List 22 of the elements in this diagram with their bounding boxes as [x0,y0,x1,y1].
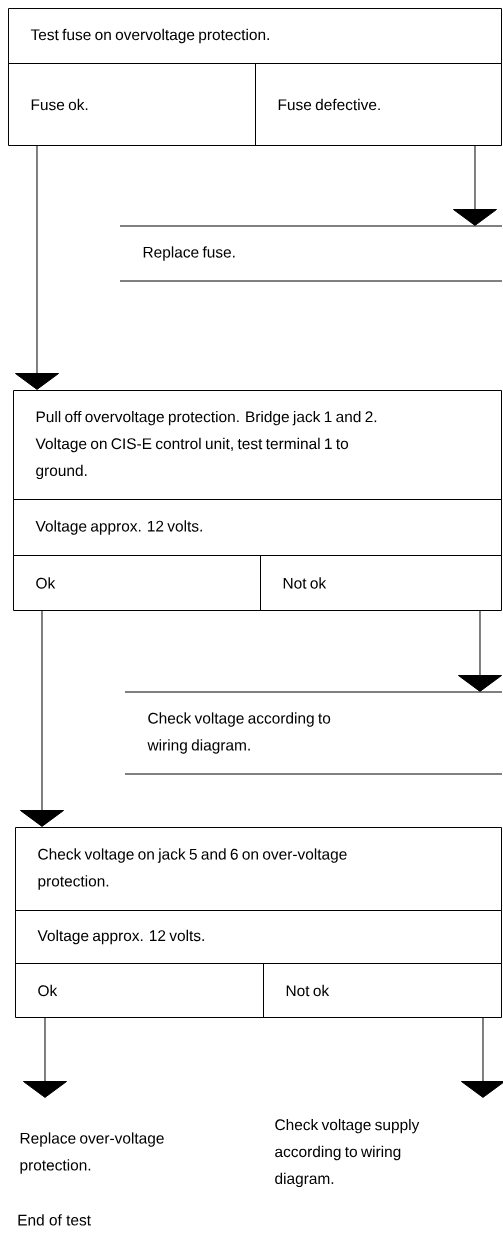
arrow [19,610,65,827]
option-box: Not ok [263,963,502,1018]
action-text: Check voltage supply according to wiring diagram. [275,1118,420,1188]
action-band: Replace fuse. [119,225,503,282]
option-box: Ok [15,963,264,1018]
step-box: Test fuse on overvoltage protection. [8,8,502,65]
option-box: Ok [13,555,261,611]
action-band: Check voltage according to wiring diagram. [124,691,503,775]
result-box: Voltage approx. 12 volts. [15,910,502,964]
action-text: Replace over-voltage protection. [20,1132,164,1174]
arrow [460,1017,503,1098]
option-box: Fuse defective. [255,63,502,146]
result-box: Voltage approx. 12 volts. [13,499,502,556]
option-box: Fuse ok. [8,63,256,146]
step-box: Pull off overvoltage protection. Bridge jack 1 and 2. Voltage on CIS-E control unit, test terminal 1 to ground. [13,390,502,500]
option-box: Not ok [260,555,502,611]
step-box: Check voltage on jack 5 and 6 on over-voltage protection. [15,827,502,911]
end-label: End of test [18,1214,91,1226]
arrow [452,145,498,226]
arrow [22,1017,68,1098]
arrow [457,610,503,692]
arrow [14,145,60,390]
